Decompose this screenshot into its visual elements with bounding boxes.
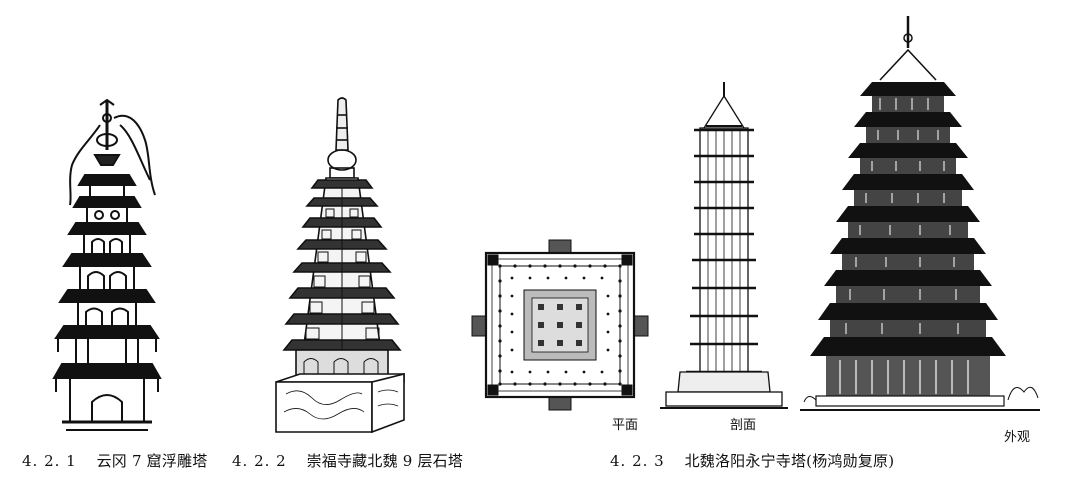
figure-number: 4. 2. 1 — [22, 452, 77, 470]
yongning-plan-drawing — [471, 239, 649, 411]
figure-title: 崇福寺藏北魏 9 层石塔 — [306, 452, 464, 470]
figure-number: 4. 2. 3 — [610, 452, 665, 470]
yungang-relief-pagoda-drawing — [52, 98, 162, 431]
figure-number: 4. 2. 2 — [232, 452, 287, 470]
yongning-section-drawing — [660, 82, 788, 409]
chongfu-stone-pagoda-drawing — [275, 97, 405, 434]
figure-caption-4-2-3: 4. 2. 3 北魏洛阳永宁寺塔(杨鸿勋复原) — [610, 450, 894, 471]
section-label: 剖面 — [730, 418, 757, 433]
plan-label: 平面 — [612, 418, 639, 433]
figure-caption-4-2-2: 4. 2. 2 崇福寺藏北魏 9 层石塔 — [232, 450, 463, 471]
figure-title: 云冈 7 窟浮雕塔 — [96, 452, 208, 470]
yongning-elevation-drawing — [800, 16, 1040, 411]
elevation-label: 外观 — [1004, 430, 1031, 445]
figure-title: 北魏洛阳永宁寺塔(杨鸿勋复原) — [684, 452, 895, 470]
figure-caption-4-2-1: 4. 2. 1 云冈 7 窟浮雕塔 — [22, 450, 207, 471]
